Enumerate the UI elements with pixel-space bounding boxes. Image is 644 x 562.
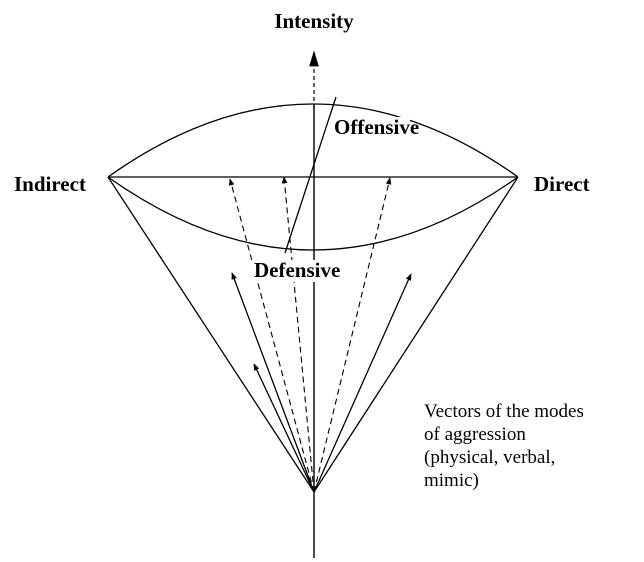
label-intensity: Intensity xyxy=(274,9,354,33)
note-line-4: mimic) xyxy=(424,470,479,491)
label-offensive: Offensive xyxy=(334,115,419,139)
dashed-vector-2 xyxy=(281,176,315,493)
label-indirect: Indirect xyxy=(14,172,86,196)
note-line-3: (physical, verbal, xyxy=(424,447,555,468)
dashed-vector-1 xyxy=(228,178,315,493)
plane-lower-arc xyxy=(107,176,519,251)
cone-right-edge xyxy=(313,176,519,493)
solid-vector-1 xyxy=(253,363,315,493)
label-defensive: Defensive xyxy=(254,258,340,282)
offensive-defensive-axis xyxy=(284,96,337,254)
note-line-1: Vectors of the modes xyxy=(424,401,584,422)
solid-vector-2 xyxy=(231,272,315,493)
dashed-vector-3 xyxy=(313,177,392,493)
plane-upper-arc xyxy=(107,103,519,178)
note-line-2: of aggression xyxy=(424,424,526,445)
cone-left-edge xyxy=(107,176,315,493)
label-direct: Direct xyxy=(534,172,590,196)
solid-vector-3 xyxy=(313,273,412,493)
